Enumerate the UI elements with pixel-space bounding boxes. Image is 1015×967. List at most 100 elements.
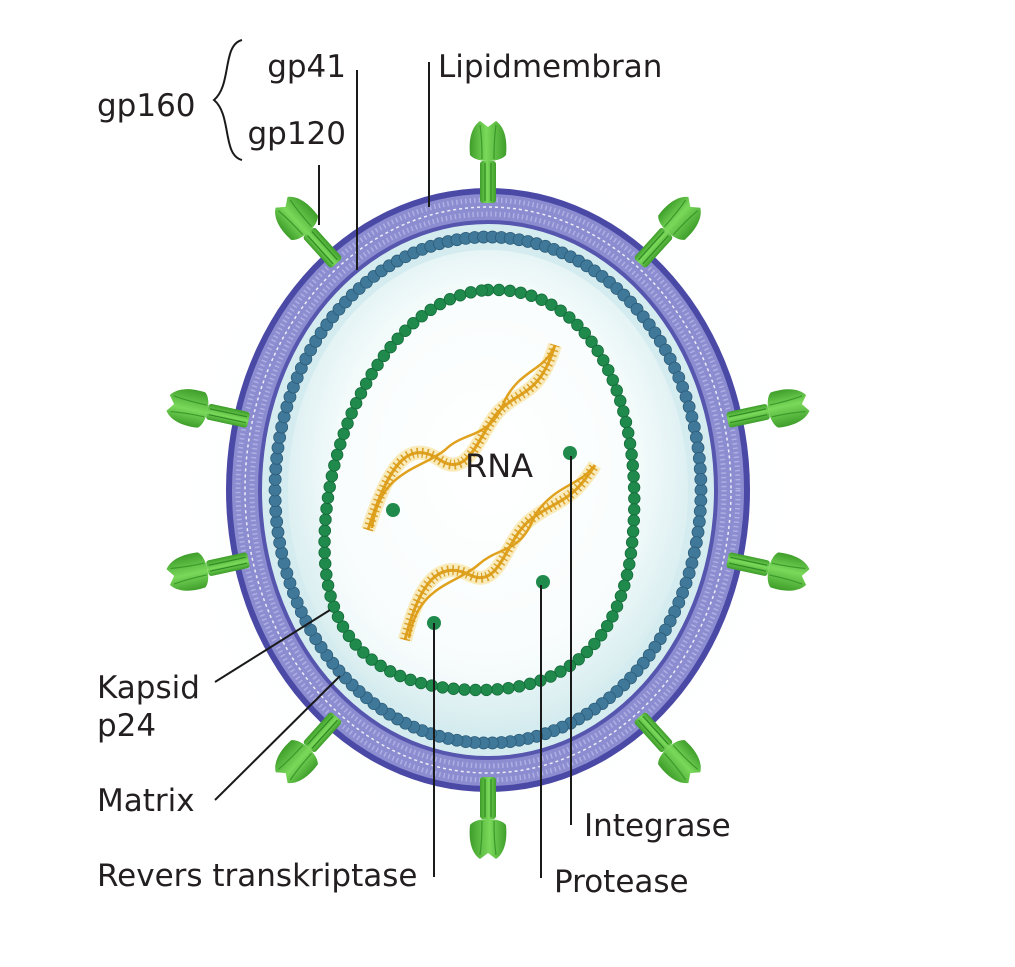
matrix-bead [687,420,701,434]
capsid-bead [614,589,628,603]
reverse-transcriptase-dot-upper [386,503,400,517]
capsid-bead [349,638,362,651]
capsid-bead [624,547,638,560]
capsid-bead [617,405,630,418]
capsid-bead [328,459,341,472]
rna-strand-lower [398,461,601,642]
capsid-bead [514,286,527,299]
capsid-bead [404,673,417,687]
capsid-bead [545,298,558,311]
capsid-bead [503,284,517,298]
capsid-bead [365,653,378,666]
matrix-bead [269,462,283,476]
matrix-bead [271,441,285,455]
capsid-bead [523,677,537,691]
capsid-bead [464,286,478,299]
envelope-spikes [166,121,810,859]
capsid-bead [618,579,631,592]
matrix-bead [694,494,708,507]
capsid-bead [330,448,344,461]
capsid-bead [318,524,332,537]
capsid-bead [623,437,637,450]
capsid-outline [324,289,635,690]
matrix-bead [693,504,707,518]
capsid-bead [594,629,608,642]
envelope-spike [726,389,810,428]
matrix-bead [270,451,284,465]
capsid-bead [614,394,627,408]
capsid-bead [319,513,332,526]
capsid-bead [628,503,641,516]
capsid-bead [321,579,335,592]
label-rna: RNA [465,447,533,485]
envelope-spike [275,196,342,268]
matrix-bead [269,504,283,518]
capsid-bead [324,589,337,603]
capsid-bead [625,536,639,549]
matrix-bead [693,462,707,476]
capsid-bead [318,546,331,559]
capsid-bead [407,317,420,330]
matrix-bead [268,473,282,486]
capsid-bead [619,415,633,429]
capsid-bead [597,354,610,367]
capsid-bead [334,438,347,451]
capsid-bead [620,568,634,582]
matrix-bead [691,525,705,539]
capsid-bead [447,682,460,695]
capsid-bead [535,293,548,306]
matrix-bead [271,525,285,539]
envelope-spike [634,196,701,268]
label-gp41: gp41 [267,49,346,85]
capsid-bead [625,448,638,461]
capsid-bead [384,340,397,354]
capsid-bead [424,303,437,317]
capsid-bead [578,326,591,340]
capsid-bead [628,492,641,505]
capsid-bead [554,304,567,317]
capsid-bead [354,387,368,400]
matrix-beads [268,230,708,750]
label-revers-transkriptase: Revers transkriptase [97,858,417,894]
capsid-bead [319,557,332,570]
capsid-bead [399,324,412,337]
label-gp160: gp160 [97,88,196,124]
matrix-bead [270,515,284,529]
matrix-bead [692,515,706,529]
capsid-bead [571,318,584,332]
capsid-bead [414,676,428,690]
capsid-bead [391,332,404,345]
capsid-bead [610,384,623,397]
capsid-bead [475,284,488,297]
capsid-bead [458,683,471,696]
capsid-bead [469,683,482,697]
envelope-spike [166,552,250,591]
label-p24: p24 [97,708,156,744]
capsid-bead [580,645,594,659]
matrix-bead [273,430,287,444]
gp160-brace [212,39,243,161]
capsid-bead [320,568,333,581]
capsid-beads [318,283,641,697]
capsid-bead [336,620,350,633]
matrix-bead [692,451,706,465]
capsid-bead [626,459,639,472]
capsid-bead [436,681,449,694]
capsid-bead [337,427,350,440]
capsid-bead [371,358,384,372]
capsid-bead [342,629,356,643]
envelope-spike [469,777,507,859]
capsid-bead [606,610,619,623]
capsid-bead [454,289,467,302]
rna-strand-upper [361,342,562,533]
capsid-bead [610,600,624,613]
matrix-bead [689,536,703,550]
capsid-bead [425,679,438,692]
capsid-bead [591,344,604,358]
capsid-bead [502,681,515,695]
label-gp120: gp120 [247,116,346,152]
capsid-bead [377,349,391,363]
integrase-dot [563,446,577,460]
capsid-bead [627,481,641,494]
capsid-bead [627,514,641,527]
